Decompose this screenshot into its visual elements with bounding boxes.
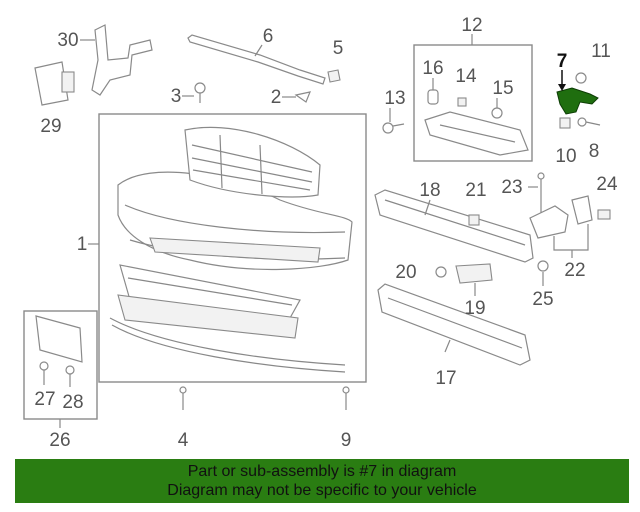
screw-part-9[interactable]	[342, 386, 350, 410]
callout-17: 17	[435, 368, 456, 389]
screw-part-28[interactable]	[65, 365, 75, 387]
rod-part-6[interactable]	[187, 34, 326, 85]
callout-12: 12	[461, 15, 482, 36]
screw-part-3[interactable]	[194, 82, 206, 103]
callout-28: 28	[62, 392, 83, 413]
callout-27: 27	[34, 389, 55, 410]
clip-part-20[interactable]	[435, 266, 447, 278]
callout-8: 8	[589, 141, 600, 162]
mount-kit-frame	[413, 44, 533, 162]
callout-1: 1	[77, 234, 88, 255]
bolt-part-8[interactable]	[577, 117, 601, 127]
banner-line-1: Part or sub-assembly is #7 in diagram	[187, 463, 457, 480]
clip-part-11[interactable]	[575, 72, 587, 84]
callout-26: 26	[49, 430, 70, 451]
screw-part-4[interactable]	[179, 386, 187, 410]
callout-2: 2	[271, 87, 282, 108]
callout-18: 18	[419, 180, 440, 201]
callout-5: 5	[333, 38, 344, 59]
callout-25: 25	[532, 289, 553, 310]
callout-23: 23	[501, 177, 522, 198]
callout-10: 10	[555, 146, 576, 167]
bracket-part-22[interactable]	[529, 195, 593, 239]
callout-9: 9	[341, 430, 352, 451]
absorber-part-17[interactable]	[377, 283, 531, 366]
callout-15: 15	[492, 78, 513, 99]
nut-part-10[interactable]	[559, 117, 571, 129]
bolt-part-23[interactable]	[537, 172, 545, 215]
callout-4: 4	[178, 430, 189, 451]
callout-7: 7	[557, 51, 568, 72]
screw-part-27[interactable]	[39, 361, 49, 385]
lower-grille-part[interactable]	[109, 264, 346, 373]
reinforcement-part-18[interactable]	[374, 189, 534, 263]
callout-16: 16	[422, 58, 443, 79]
clip-part-25[interactable]	[537, 260, 549, 272]
callout-30: 30	[57, 30, 78, 51]
bolt-part-13[interactable]	[382, 122, 405, 134]
callout-3: 3	[171, 86, 182, 107]
bracket-part-19[interactable]	[455, 263, 493, 284]
callout-20: 20	[395, 262, 416, 283]
banner-line-2: Diagram may not be specific to your vehi…	[167, 482, 477, 499]
clip-part-5[interactable]	[327, 69, 341, 83]
nut-part-21[interactable]	[468, 214, 480, 226]
upper-grille-part[interactable]	[184, 126, 321, 198]
nut-part-14[interactable]	[457, 97, 467, 107]
bracket-part-30[interactable]	[91, 24, 153, 96]
callout-13: 13	[384, 88, 405, 109]
callout-21: 21	[465, 180, 486, 201]
callout-6: 6	[263, 26, 274, 47]
bumper-group-frame	[98, 113, 367, 383]
highlighted-part-7[interactable]	[556, 87, 599, 115]
callout-22: 22	[564, 260, 585, 281]
callout-14: 14	[455, 66, 477, 87]
sensor-part-29[interactable]	[34, 61, 75, 106]
diagram-notice-banner: Part or sub-assembly is #7 in diagram Di…	[15, 459, 629, 503]
clip-part-2[interactable]	[294, 91, 311, 103]
license-bracket-part[interactable]	[35, 315, 83, 363]
callout-29: 29	[40, 116, 61, 137]
bolt-part-24[interactable]	[597, 209, 611, 220]
bushing-part-16[interactable]	[427, 89, 439, 105]
bolt-part-15[interactable]	[491, 107, 503, 119]
callout-11: 11	[591, 41, 611, 62]
callout-24: 24	[596, 174, 618, 195]
callout-19: 19	[464, 298, 485, 319]
mount-bracket-part-12[interactable]	[424, 111, 529, 156]
